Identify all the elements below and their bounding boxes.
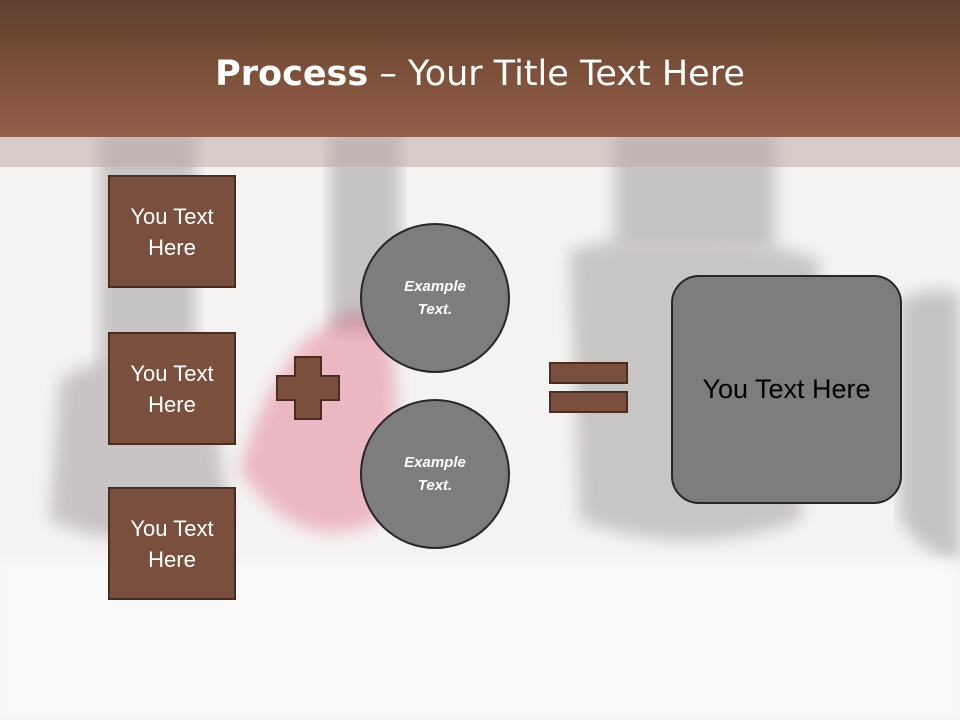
title-bar <box>0 0 960 137</box>
circle-1: Example Text. <box>360 223 510 373</box>
result-box: You Text Here <box>671 275 902 504</box>
plus-sign-center <box>296 358 320 418</box>
left-box-1: You Text Here <box>108 175 236 288</box>
left-box-3: You Text Here <box>108 487 236 600</box>
left-box-2: You Text Here <box>108 332 236 445</box>
equals-sign-bottom <box>549 391 628 413</box>
circle-2: Example Text. <box>360 399 510 549</box>
title-bold: Process <box>215 54 369 94</box>
title-bar-stripe <box>0 137 960 167</box>
equals-sign-top <box>549 362 628 384</box>
title-rest: – Your Title Text Here <box>368 54 745 94</box>
slide-title: Process – Your Title Text Here <box>0 52 960 96</box>
